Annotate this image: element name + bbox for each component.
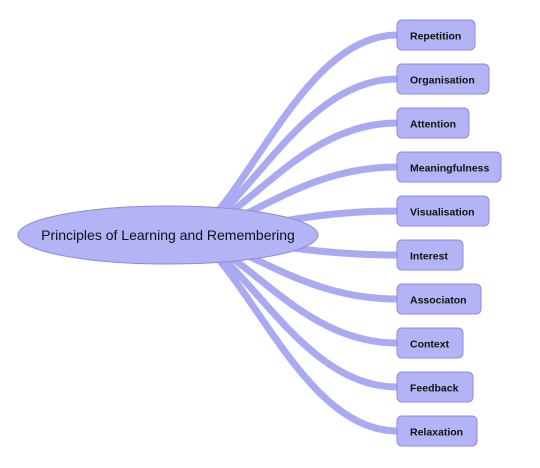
branch-node-relaxation[interactable]: Relaxation xyxy=(396,415,478,447)
branch-node-box xyxy=(396,371,474,403)
branch-node-feedback[interactable]: Feedback xyxy=(396,371,474,403)
branch-node-associaton[interactable]: Associaton xyxy=(396,283,482,315)
branch-node-label: Visualisation xyxy=(410,207,475,219)
branch-node-meaningfulness[interactable]: Meaningfulness xyxy=(396,151,502,183)
branch-node-organisation[interactable]: Organisation xyxy=(396,63,490,95)
branch-node-box xyxy=(396,19,476,51)
branch-node-box xyxy=(396,239,464,271)
branch-node-box xyxy=(396,151,502,183)
root-node-label: Principles of Learning and Remembering xyxy=(41,227,295,243)
branch-node-box xyxy=(396,195,490,227)
branch-node-label: Repetition xyxy=(410,31,461,43)
branch-node-label: Associaton xyxy=(410,295,467,307)
root-node-shape xyxy=(17,205,319,265)
branch-node-box xyxy=(396,415,478,447)
root-node[interactable]: Principles of Learning and Remembering xyxy=(17,205,319,265)
branch-nodes: RepetitionOrganisationAttentionMeaningfu… xyxy=(396,19,502,447)
branch-node-label: Organisation xyxy=(410,75,475,87)
branch-node-interest[interactable]: Interest xyxy=(396,239,464,271)
branch-node-label: Meaningfulness xyxy=(410,163,490,175)
branch-node-visualisation[interactable]: Visualisation xyxy=(396,195,490,227)
branch-node-context[interactable]: Context xyxy=(396,327,464,359)
branch-node-box xyxy=(396,63,490,95)
branch-node-label: Interest xyxy=(410,251,448,263)
branch-node-label: Feedback xyxy=(410,383,459,395)
branch-node-label: Relaxation xyxy=(410,427,463,439)
branch-node-box xyxy=(396,327,464,359)
branch-node-label: Context xyxy=(410,339,450,351)
branch-node-label: Attention xyxy=(410,119,456,131)
branch-node-attention[interactable]: Attention xyxy=(396,107,470,139)
branch-node-repetition[interactable]: Repetition xyxy=(396,19,476,51)
branch-node-box xyxy=(396,283,482,315)
branch-node-box xyxy=(396,107,470,139)
